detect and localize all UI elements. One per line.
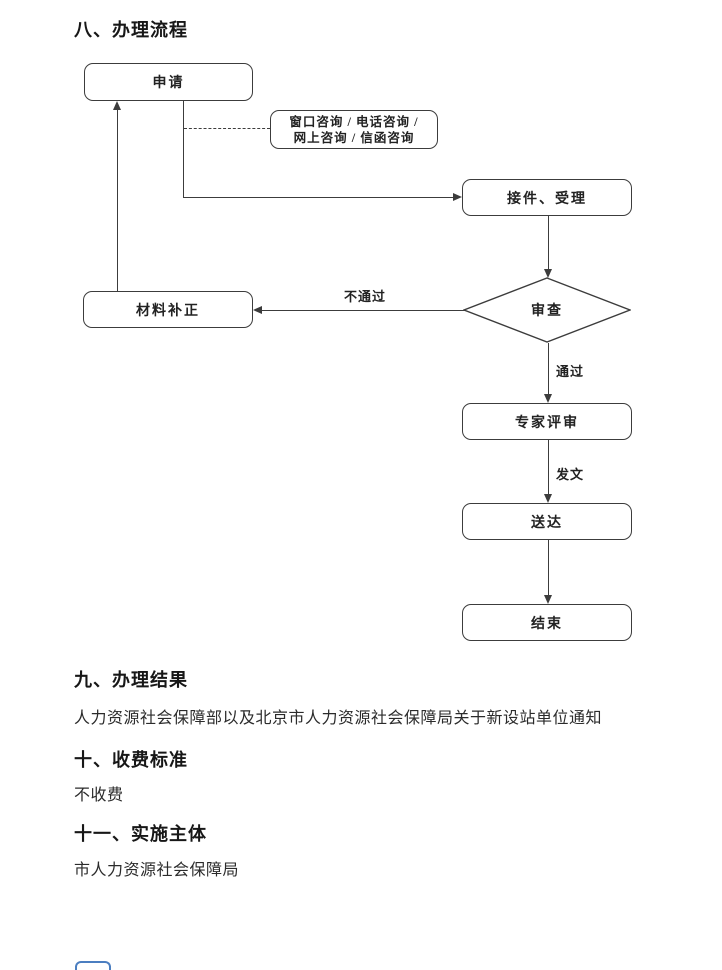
edge-apply-to-accept-arrowhead-icon — [453, 193, 462, 201]
flow-node-consult-line2: 网上咨询 / 信函咨询 — [293, 130, 415, 145]
edge-apply-consult-dashed-line — [184, 128, 270, 129]
flow-node-delivery: 送达 — [462, 503, 632, 540]
edge-review-to-expert-arrowhead-icon — [544, 394, 552, 403]
section-10-heading: 十、收费标准 — [74, 750, 188, 770]
flow-node-correction: 材料补正 — [83, 291, 253, 328]
flow-node-end: 结束 — [462, 604, 632, 641]
edge-expert-to-delivery-arrowhead-icon — [544, 494, 552, 503]
edge-review-to-expert-line — [548, 343, 549, 394]
edge-correction-to-apply-line — [117, 110, 118, 291]
flow-node-accept: 接件、受理 — [462, 179, 632, 216]
edge-label-reject: 不通过 — [343, 289, 386, 304]
section-10-body: 不收费 — [74, 787, 124, 804]
edge-delivery-to-end-arrowhead-icon — [544, 595, 552, 604]
flow-node-consult: 窗口咨询 / 电话咨询 / 网上咨询 / 信函咨询 — [270, 110, 438, 149]
flow-node-consult-line1: 窗口咨询 / 电话咨询 / — [289, 114, 419, 129]
flow-node-expert-review: 专家评审 — [462, 403, 632, 440]
section-9-heading: 九、办理结果 — [74, 670, 188, 690]
next-page-box-peek — [75, 961, 111, 970]
section-11-heading: 十一、实施主体 — [74, 824, 207, 844]
section-8-heading: 八、办理流程 — [74, 20, 188, 40]
edge-apply-to-accept-line — [183, 197, 453, 198]
flow-node-apply: 申请 — [84, 63, 253, 101]
edge-accept-to-review-line — [548, 216, 549, 269]
edge-expert-to-delivery-line — [548, 440, 549, 494]
edge-apply-down-line — [183, 101, 184, 197]
edge-review-to-correction-line — [262, 310, 466, 311]
edge-correction-to-apply-arrowhead-icon — [113, 101, 121, 110]
edge-label-issue-document: 发文 — [556, 467, 585, 482]
section-11-body: 市人力资源社会保障局 — [74, 862, 240, 879]
edge-delivery-to-end-line — [548, 540, 549, 595]
edge-accept-to-review-arrowhead-icon — [544, 269, 552, 278]
flow-node-review-label: 审查 — [531, 304, 563, 319]
edge-label-pass: 通过 — [556, 364, 585, 379]
section-9-body: 人力资源社会保障部以及北京市人力资源社会保障局关于新设站单位通知 — [74, 710, 603, 727]
flow-node-review-diamond — [463, 277, 631, 343]
edge-review-to-correction-arrowhead-icon — [253, 306, 262, 314]
